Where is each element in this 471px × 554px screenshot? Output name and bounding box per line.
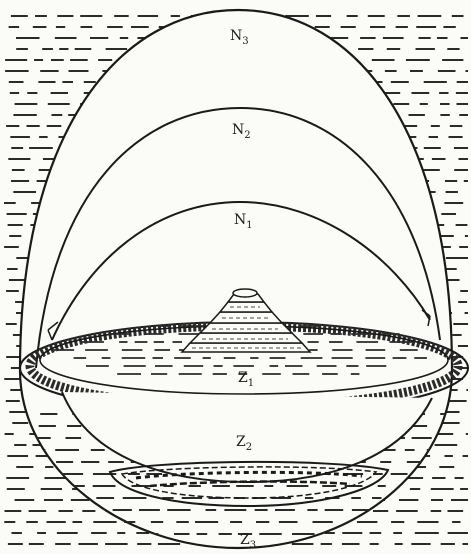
- cosmology-diagram: N3 N2 N1 Z1 Z2 Z3: [0, 0, 471, 554]
- diagram-canvas: N3 N2 N1 Z1 Z2 Z3: [0, 0, 471, 554]
